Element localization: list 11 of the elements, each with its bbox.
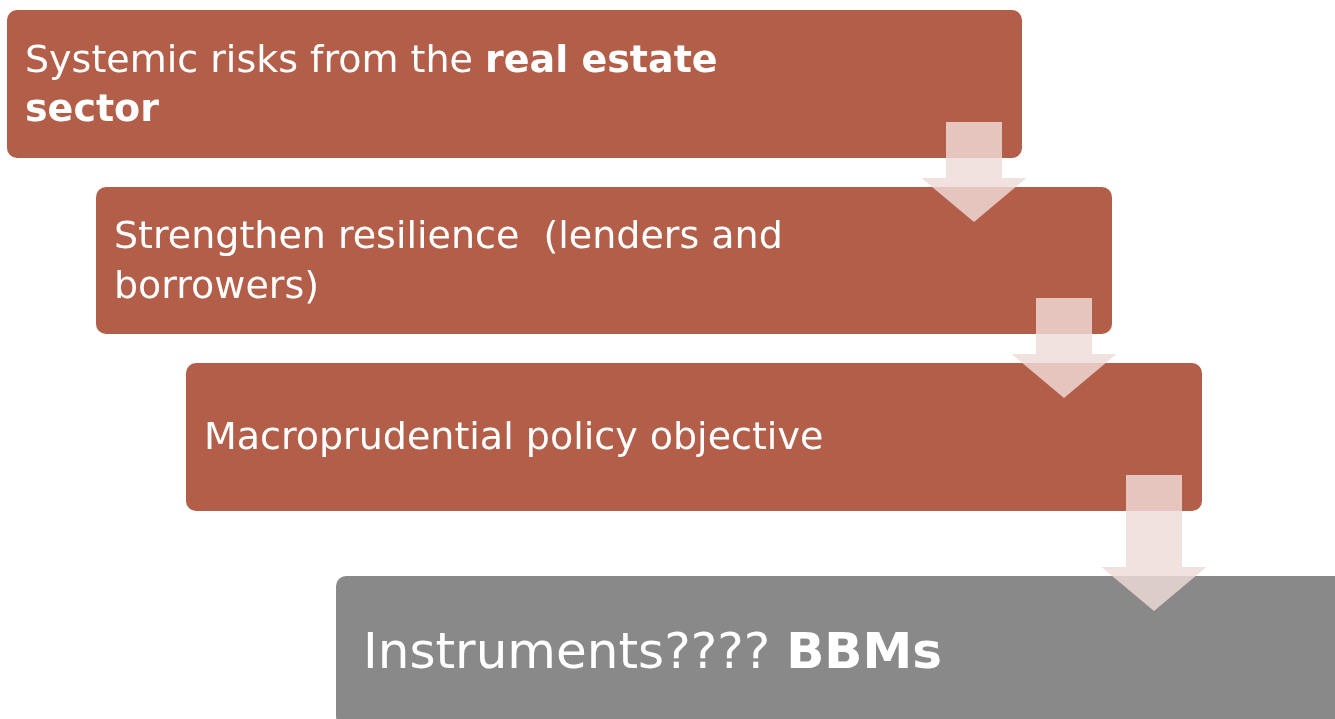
process-box xyxy=(7,10,1022,158)
box-label: Instruments???? BBMs xyxy=(363,620,942,682)
box-label: Systemic risks from the real estate sector xyxy=(25,35,719,132)
process-box xyxy=(186,363,1202,511)
down-arrow xyxy=(921,122,1027,222)
down-arrow xyxy=(1101,475,1207,611)
instruments-box xyxy=(336,576,1335,719)
box-label: Strengthen resilience (lenders and borrowers) xyxy=(114,212,784,309)
down-arrow xyxy=(1011,298,1117,398)
process-box xyxy=(96,187,1112,334)
box-label: Macroprudential policy objective xyxy=(204,413,824,461)
